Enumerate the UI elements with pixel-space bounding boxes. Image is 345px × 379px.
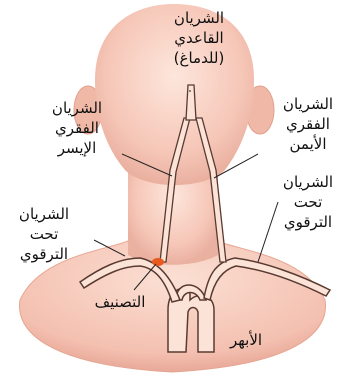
left-vertebral-line-1: الشريان <box>32 98 122 118</box>
aorta-text: الأبهر <box>216 330 276 350</box>
right-subclavian-line-2: تحت <box>272 192 344 212</box>
right-vertebral-line-1: الشريان <box>272 94 344 114</box>
stenosis-marker <box>152 258 164 266</box>
basilar-line-3: (للدماغ) <box>158 48 240 68</box>
stenosis-label: التصنيف <box>80 292 160 312</box>
aorta-label: الأبهر <box>216 330 276 350</box>
left-vertebral-artery-label: الشريان الفقري الإيسر <box>32 98 122 158</box>
left-subclavian-line-2: تحت <box>2 224 86 244</box>
right-subclavian-artery-label: الشريان تحت الترقوي <box>272 172 344 232</box>
left-vertebral-line-3: الإيسر <box>32 138 122 158</box>
stenosis-text: التصنيف <box>80 292 160 312</box>
left-vertebral-line-2: الفقري <box>32 118 122 138</box>
basilar-line-2: القاعدي <box>158 28 240 48</box>
right-vertebral-artery-label: الشريان الفقري الأيمن <box>272 94 344 154</box>
right-vertebral-line-2: الفقري <box>272 114 344 134</box>
right-subclavian-line-3: الترقوي <box>272 212 344 232</box>
basilar-line-1: الشريان <box>158 8 240 28</box>
left-subclavian-line-1: الشريان <box>2 204 86 224</box>
right-vertebral-line-3: الأيمن <box>272 134 344 154</box>
left-subclavian-artery-label: الشريان تحت الترقوي <box>2 204 86 264</box>
right-subclavian-line-1: الشريان <box>272 172 344 192</box>
left-subclavian-line-3: الترقوي <box>2 244 86 264</box>
basilar-artery <box>186 85 196 120</box>
basilar-artery-label: الشريان القاعدي (للدماغ) <box>158 8 240 68</box>
